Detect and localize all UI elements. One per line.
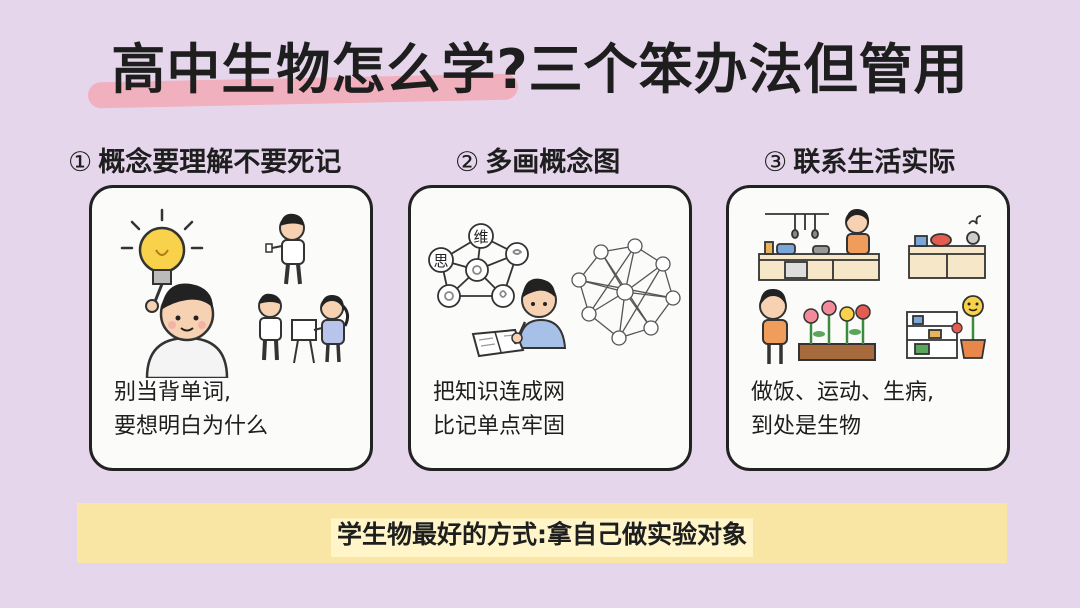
- card-1-illustration: [120, 208, 350, 378]
- column-2-number: ②: [455, 147, 480, 178]
- card-2-text: 把知识连成网 比记单点牢固: [433, 376, 565, 444]
- column-3-number: ③: [763, 147, 788, 178]
- card-concept-map: 维 思: [408, 185, 692, 471]
- cabinet-icon: [908, 215, 986, 279]
- fridge-shelf-icon: [906, 311, 958, 359]
- card-2-line-1: 把知识连成网: [433, 380, 566, 405]
- bottom-tagline: 学生物最好的方式:拿自己做实验对象: [331, 509, 753, 557]
- student-boy-icon: [258, 293, 282, 361]
- thinking-boy-icon: [145, 283, 229, 378]
- bulb-rays-icon: [120, 208, 204, 250]
- column-3-heading-text: 联系生活实际: [793, 147, 956, 178]
- column-1-number: ①: [68, 147, 93, 178]
- card-2-illustration: 维 思: [428, 223, 681, 358]
- column-1-heading-text: 概念要理解不要死记: [98, 147, 342, 178]
- map-node-si: 思: [433, 252, 448, 270]
- map-node-wei: 维: [473, 228, 488, 246]
- bottom-banner: 学生物最好的方式:拿自己做实验对象: [77, 503, 1007, 563]
- column-2-heading-text: 多画概念图: [485, 147, 621, 178]
- sunflower-icon: [951, 295, 987, 359]
- network-graph-icon: [571, 238, 681, 346]
- standing-person-icon: [265, 213, 305, 285]
- flower-bed-icon: [798, 300, 876, 361]
- card-1-line-2: 要想明白为什么: [114, 414, 269, 439]
- cooking-girl-icon: [845, 208, 870, 255]
- easel-icon: [291, 319, 317, 364]
- concept-map-icon: [428, 223, 529, 308]
- card-3-text: 做饭、运动、生病, 到处是生物: [751, 376, 934, 444]
- gardening-girl-icon: [759, 288, 788, 364]
- card-3-line-2: 到处是生物: [751, 414, 862, 439]
- kitchen-icon: [758, 213, 880, 281]
- card-1-text: 别当背单词, 要想明白为什么: [114, 376, 268, 444]
- lightbulb-icon: [138, 226, 186, 285]
- card-real-life: 做饭、运动、生病, 到处是生物: [726, 185, 1010, 471]
- teacher-girl-icon: [313, 294, 350, 363]
- card-concept: 别当背单词, 要想明白为什么: [89, 185, 373, 471]
- card-3-illustration: [758, 208, 987, 364]
- card-1-line-1: 别当背单词,: [114, 380, 231, 405]
- card-3-line-1: 做饭、运动、生病,: [751, 380, 934, 405]
- page-title: 高中生物怎么学?三个笨办法但管用: [111, 38, 969, 101]
- writing-boy-icon: [471, 278, 567, 358]
- card-2-line-2: 比记单点牢固: [433, 414, 566, 439]
- title-block: 高中生物怎么学?三个笨办法但管用: [0, 30, 1080, 110]
